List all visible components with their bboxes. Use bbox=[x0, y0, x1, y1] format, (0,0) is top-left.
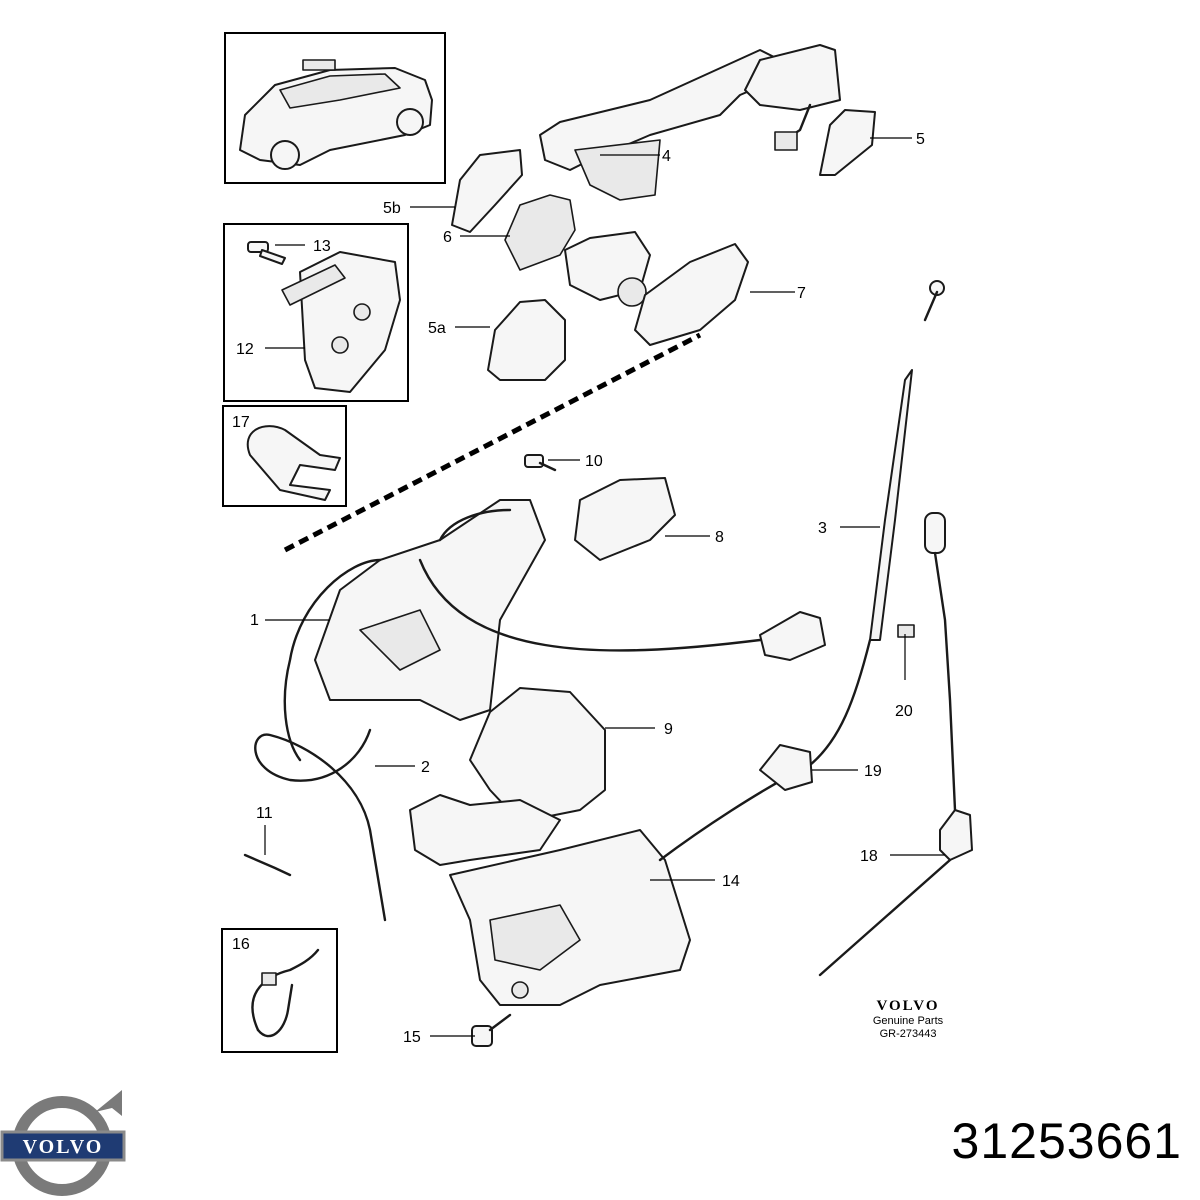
bracket-inset bbox=[223, 223, 409, 402]
rod-18 bbox=[818, 512, 973, 977]
plug-end bbox=[759, 611, 826, 661]
callout-5: 5 bbox=[916, 131, 925, 148]
lock-cylinder bbox=[564, 231, 651, 307]
leader-lines bbox=[264, 137, 945, 1037]
part-number: 31253661 bbox=[951, 1113, 1182, 1169]
callout-19: 19 bbox=[864, 763, 882, 780]
genuine-brand: VOLVO bbox=[876, 998, 940, 1014]
cable-2 bbox=[254, 728, 387, 922]
callout-7: 7 bbox=[797, 285, 806, 302]
callout-5a: 5a bbox=[428, 320, 446, 337]
callout-10: 10 bbox=[585, 453, 603, 470]
cap-5 bbox=[819, 109, 876, 176]
callout-13: 13 bbox=[313, 238, 331, 255]
clip-inset bbox=[222, 405, 347, 507]
door-handle bbox=[539, 44, 841, 201]
grommet-19 bbox=[759, 744, 813, 791]
lock-housing bbox=[409, 794, 691, 1006]
lock-mechanism bbox=[283, 499, 762, 762]
clip-20 bbox=[897, 624, 915, 638]
callout-4: 4 bbox=[662, 148, 671, 165]
logo-brand: VOLVO bbox=[23, 1136, 104, 1158]
volvo-iron-mark-icon: VOLVO bbox=[0, 1090, 126, 1196]
callout-15: 15 bbox=[403, 1029, 421, 1046]
callout-9: 9 bbox=[664, 721, 673, 738]
callout-2: 2 bbox=[421, 759, 430, 776]
callout-18: 18 bbox=[860, 848, 878, 865]
cap-5b bbox=[451, 149, 523, 233]
callout-20: 20 bbox=[895, 703, 913, 720]
callout-1: 1 bbox=[250, 612, 259, 629]
genuine-parts-text: Genuine Parts bbox=[872, 1015, 944, 1027]
pin-11 bbox=[243, 853, 292, 877]
car-inset bbox=[224, 32, 446, 184]
bracket-6 bbox=[504, 194, 576, 271]
dashed-connection bbox=[283, 332, 702, 553]
cap-5a bbox=[487, 299, 566, 381]
callout-6: 6 bbox=[443, 229, 452, 246]
callout-14: 14 bbox=[722, 873, 740, 890]
gasket-7 bbox=[634, 243, 749, 346]
connector-8 bbox=[574, 477, 676, 561]
callout-16: 16 bbox=[232, 936, 250, 953]
callout-12: 12 bbox=[236, 341, 254, 358]
genuine-parts-block: VOLVO Genuine Parts GR-273443 bbox=[848, 998, 968, 1041]
callout-17: 17 bbox=[232, 414, 250, 431]
diagram-reference: GR-273443 bbox=[879, 1028, 937, 1040]
callout-8: 8 bbox=[715, 529, 724, 546]
cable-tie-inset bbox=[221, 928, 338, 1053]
callout-11: 11 bbox=[256, 805, 273, 822]
callout-5b: 5b bbox=[383, 200, 401, 217]
screw-15 bbox=[471, 1013, 512, 1047]
bolt-10 bbox=[524, 454, 557, 472]
callout-3: 3 bbox=[818, 520, 827, 537]
